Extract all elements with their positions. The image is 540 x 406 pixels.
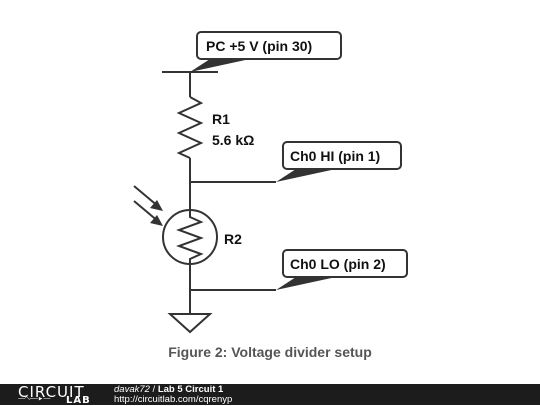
photoresistor-r2-body (162, 209, 218, 265)
author-link[interactable]: davak72 (114, 384, 150, 395)
ch0-hi-label-box (282, 141, 402, 170)
circuitlab-logo-top[interactable]: CIRCUIT (18, 383, 85, 401)
supply-label-tail (190, 59, 250, 72)
r1-name: R1 (212, 111, 230, 127)
ch0-lo-label-box (282, 249, 408, 278)
supply-label: PC +5 V (pin 30) (206, 38, 312, 54)
circuitlab-logo-bottom: LAB (66, 395, 91, 406)
ch0-hi-label: Ch0 HI (pin 1) (290, 148, 380, 164)
circuit-url-link[interactable]: http://circuitlab.com/cqrenyp (114, 394, 233, 405)
light-arrows-icon (133, 185, 163, 226)
resistor-r1 (176, 96, 204, 159)
ch0-hi-label-tail (276, 169, 336, 182)
ch0-lo-label-tail (276, 277, 336, 290)
footer-separator: / (149, 384, 158, 395)
ch0-lo-label: Ch0 LO (pin 2) (290, 256, 386, 272)
footer-bar: CIRCUIT ⏤∿⏤▸⏤ LAB davak72 / Lab 5 Circui… (0, 383, 540, 406)
r1-value: 5.6 kΩ (212, 132, 254, 148)
footer-info: davak72 / Lab 5 Circuit 1 http://circuit… (114, 385, 232, 405)
r2-name: R2 (224, 231, 242, 247)
resistor-r2 (176, 210, 204, 264)
ground-icon (167, 313, 213, 334)
circuit-title-link[interactable]: Lab 5 Circuit 1 (157, 384, 224, 395)
circuitlab-logo-icon: ⏤∿⏤▸⏤ (18, 394, 51, 404)
supply-label-box (196, 31, 342, 60)
figure-caption: Figure 2: Voltage divider setup (168, 344, 372, 360)
